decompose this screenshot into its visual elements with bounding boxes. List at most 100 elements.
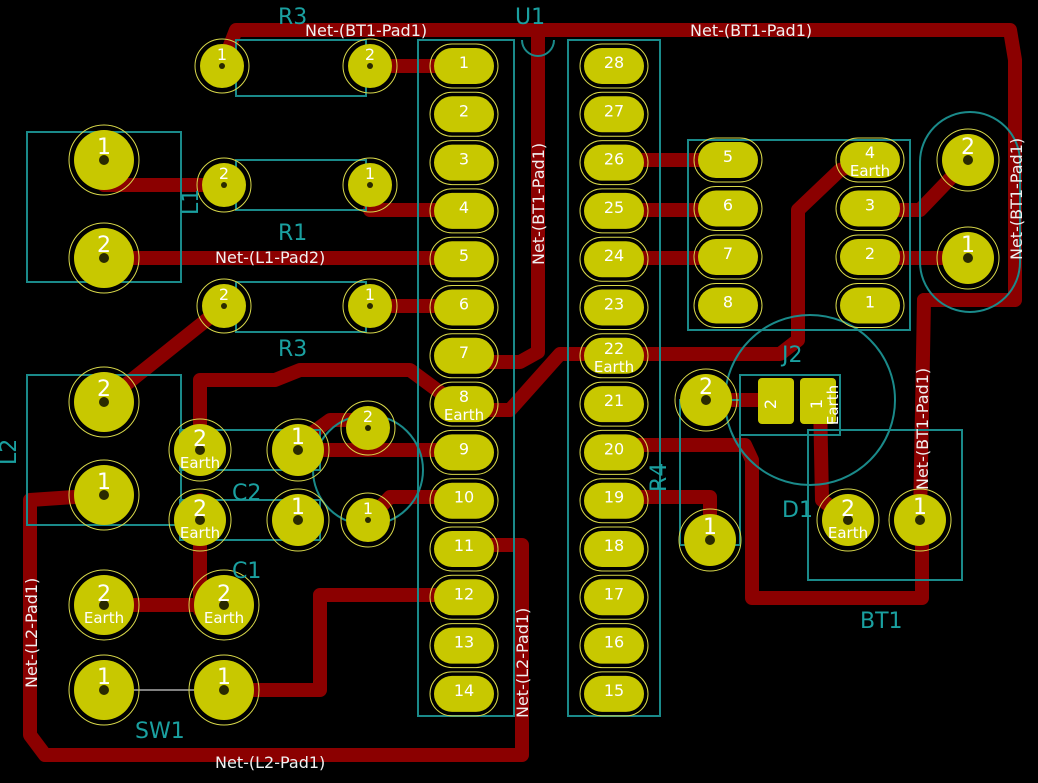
u1-pin-24[interactable]: 24: [579, 236, 649, 282]
u1-pin-7-ring: [429, 333, 499, 379]
u1-pin-17-ring: [579, 574, 649, 620]
pad-r1-1-number: 1: [365, 164, 375, 183]
u1-pin-10-copper: [434, 482, 494, 519]
u1-pin-7[interactable]: 7: [429, 333, 499, 379]
pad-l2-2[interactable]: 2: [68, 366, 140, 438]
pad-r2-2[interactable]: 2: [196, 278, 252, 334]
u1-pin-10[interactable]: 10: [429, 478, 499, 524]
u1-pin-6[interactable]: 6: [429, 285, 499, 330]
pad-c3-1[interactable]: 1: [340, 492, 396, 548]
u1-pin-25[interactable]: 25: [579, 188, 649, 234]
u1-pin-21-copper: [584, 386, 644, 423]
ic2-pin-2-copper: [840, 239, 900, 275]
u1-pin-23[interactable]: 23: [579, 285, 649, 330]
pad-r4-1[interactable]: 1: [678, 508, 742, 572]
ic2-pin-2[interactable]: 2: [835, 234, 905, 280]
u1-pin-22-ring: [579, 333, 649, 379]
u1-pin-2[interactable]: 2: [429, 91, 499, 137]
pad-sw-bl[interactable]: 1: [68, 654, 140, 726]
j2-pad-1[interactable]: [800, 378, 836, 424]
u1-pin-12[interactable]: 12: [429, 574, 499, 620]
u1-pin-19-ring: [579, 478, 649, 524]
pad-sw-br-ring: [188, 654, 260, 726]
ic2-pin-7-number: 7: [723, 244, 733, 263]
u1-pin-18-number: 18: [604, 536, 624, 555]
pad-c3-2[interactable]: 2: [340, 400, 396, 456]
pad-c2-2-ring: [168, 418, 232, 482]
pad-d1-1-ring: [888, 488, 952, 552]
pad-r3a-1[interactable]: 1: [194, 38, 250, 94]
u1-pin-21[interactable]: 21: [579, 381, 649, 427]
u1-ic: 12345678Earth9101112131428272625242322Ea…: [429, 43, 649, 717]
u1-pin-27[interactable]: 27: [579, 91, 649, 137]
u1-pin-3[interactable]: 3: [429, 140, 499, 186]
pad-bt-1[interactable]: 1: [936, 226, 1000, 290]
net-label-l2-left: Net-(L2-Pad1): [22, 578, 41, 688]
u1-pin-18[interactable]: 18: [579, 526, 649, 572]
pad-bt-2[interactable]: 2: [936, 128, 1000, 192]
pad-r2-1[interactable]: 1: [342, 278, 398, 334]
pad-r3a-2-ring: [342, 38, 398, 94]
ic2-pin-6[interactable]: 6: [693, 186, 763, 231]
u1-pin-1-copper: [434, 48, 494, 84]
u1-pin-11[interactable]: 11: [429, 526, 499, 572]
pad-c1-2-number: 2: [193, 497, 207, 522]
pad-l2-1[interactable]: 1: [68, 459, 140, 531]
u1-pin-1[interactable]: 1: [429, 43, 499, 89]
pad-sw-tl-number: 2: [97, 582, 111, 607]
pad-r3a-2[interactable]: 2: [342, 38, 398, 94]
ic2-pin-1[interactable]: 1: [835, 283, 905, 328]
u1-pin-26-ring: [579, 140, 649, 186]
ic2-pin-7[interactable]: 7: [693, 234, 763, 280]
u1-pin-20[interactable]: 20: [579, 429, 649, 475]
u1-pin-26[interactable]: 26: [579, 140, 649, 186]
j2-pad-2[interactable]: [758, 378, 794, 424]
ic2-pin-2-number: 2: [865, 244, 875, 263]
pad-r1-2[interactable]: 2: [196, 157, 252, 213]
pad-c1-1[interactable]: 1: [266, 488, 330, 552]
u1-pin-8-number: 8: [459, 387, 469, 406]
pad-l1-1[interactable]: 1: [68, 124, 140, 196]
u1-pin-9[interactable]: 9: [429, 429, 499, 475]
pad-l1-2-ring: [68, 222, 140, 294]
ic2-pin-8-number: 8: [723, 293, 733, 312]
u1-pin-15[interactable]: 15: [579, 671, 649, 717]
pad-c2-1[interactable]: 1: [266, 418, 330, 482]
u1-pin-13[interactable]: 13: [429, 623, 499, 669]
u1-pin-3-copper: [434, 144, 494, 181]
u1-pin-5[interactable]: 5: [429, 236, 499, 282]
ic2-pin-3[interactable]: 3: [835, 186, 905, 231]
pad-sw-br[interactable]: 1: [188, 654, 260, 726]
u1-pin-4[interactable]: 4: [429, 188, 499, 234]
u1-pin-28[interactable]: 28: [579, 43, 649, 89]
u1-pin-19[interactable]: 19: [579, 478, 649, 524]
pad-r1-1[interactable]: 1: [342, 157, 398, 213]
pad-l1-2[interactable]: 2: [68, 222, 140, 294]
u1-pin-16-ring: [579, 623, 649, 669]
j2-pad-2-label: 2: [761, 399, 780, 409]
u1-pin-25-copper: [584, 192, 644, 229]
u1-pin-14[interactable]: 14: [429, 671, 499, 717]
u1-pin-10-number: 10: [454, 488, 474, 507]
u1-pin-8-sub: Earth: [444, 406, 484, 424]
ic2-pin-5[interactable]: 5: [693, 137, 763, 183]
u1-pin-17-number: 17: [604, 584, 624, 603]
pad-j2-1[interactable]: 2: [674, 368, 738, 432]
ic2-pin-8[interactable]: 8: [693, 283, 763, 328]
pad-sw-br-drill: [219, 685, 229, 695]
pad-c2-1-drill: [293, 445, 303, 455]
r1-outline: [235, 159, 367, 211]
u1-pin-16[interactable]: 16: [579, 623, 649, 669]
u1-pin-17[interactable]: 17: [579, 574, 649, 620]
pad-sw-bl-number: 1: [97, 665, 111, 690]
pad-d1-1[interactable]: 1: [888, 488, 952, 552]
